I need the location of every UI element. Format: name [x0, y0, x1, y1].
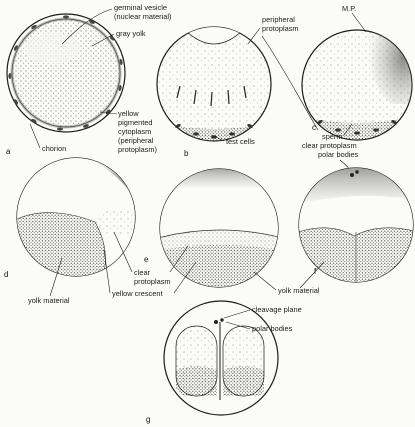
- label-cytoplasm: cytoplasm: [118, 127, 151, 136]
- panel-letter-d: d: [4, 270, 8, 279]
- leader-mp: [352, 13, 366, 32]
- label-yellow: yellow: [118, 109, 139, 118]
- panel-d: d yolk material: [4, 155, 140, 305]
- label-sperm: sperm: [322, 132, 343, 141]
- label-clear-protoplasm-e: protoplasm: [134, 277, 171, 286]
- label-yolk-material-f: yolk material: [278, 286, 320, 295]
- polar-body-g2: [220, 318, 223, 321]
- yolk-material-d: [15, 213, 105, 280]
- label-mp: M.P.: [342, 4, 356, 13]
- panel-c: c M.P. sperm clear protoplasm polar bodi…: [300, 4, 415, 176]
- shade-top-e: [158, 166, 283, 188]
- label-pigmented: pigmented: [118, 118, 153, 127]
- label-polar-bodies-c: polar bodies: [318, 150, 359, 159]
- panel-letter-g: g: [146, 415, 150, 424]
- panel-a: a germinal vesicle (nuclear material) gr…: [6, 3, 172, 156]
- label-clear-protoplasm: clear protoplasm: [302, 141, 357, 150]
- label-polar-bodies-g: polar bodies: [252, 324, 293, 333]
- polar-body-f2: [355, 170, 358, 173]
- panel-letter-b: b: [184, 149, 189, 158]
- label-peripheral: peripheral: [262, 15, 295, 24]
- label-germinal-vesicle: germinal vesicle: [114, 3, 167, 12]
- panel-g: g cleavage plane polar bodies: [146, 300, 302, 424]
- panel-letter-e: e: [144, 255, 149, 264]
- leader-yolk-to-e: [254, 272, 276, 290]
- panel-b: b peripheral protoplasm test cells: [150, 15, 318, 158]
- germinal-vesicle: [24, 32, 80, 64]
- label-test-cells: test cells: [226, 137, 255, 146]
- label-cleavage-plane: cleavage plane: [252, 305, 302, 314]
- label-yellow-crescent: yellow crescent: [112, 289, 163, 298]
- leader-peripheral: [248, 28, 260, 44]
- label-chorion: chorion: [42, 144, 66, 153]
- leader-chorion: [30, 124, 40, 148]
- panel-letter-c: c: [312, 123, 316, 132]
- yolk-area-e: [158, 245, 283, 291]
- label-protoplasm-paren: protoplasm): [118, 145, 157, 154]
- yolk-material-f: [298, 228, 415, 286]
- panel-letter-a: a: [6, 147, 11, 156]
- polar-body-f1: [350, 173, 354, 177]
- label-clear: clear: [134, 268, 151, 277]
- label-gray-yolk: gray yolk: [116, 29, 146, 38]
- leader-yolk-material-f: [300, 262, 324, 288]
- label-yolk-material-d: yolk material: [28, 296, 70, 305]
- polar-body-g1: [214, 320, 218, 324]
- label-peripheral-paren: (peripheral: [118, 136, 154, 145]
- label-peripheral-protoplasm: protoplasm: [262, 24, 299, 33]
- label-nuclear-material: (nuclear material): [114, 12, 172, 21]
